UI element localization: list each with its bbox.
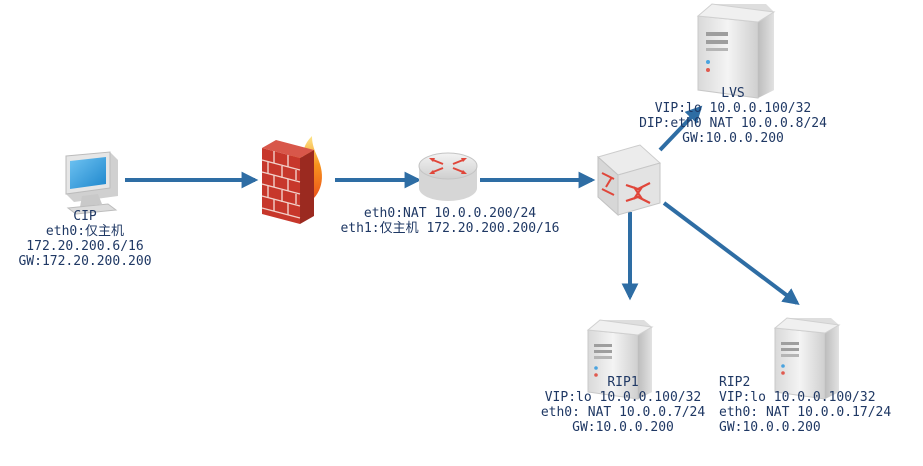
server-icon bbox=[586, 319, 654, 400]
client-interface: eth0:仅主机 bbox=[45, 224, 125, 239]
connection-arrows bbox=[125, 105, 800, 306]
router-eth1: eth1:仅主机 172.20.200.200/16 bbox=[340, 221, 560, 236]
lvs-gateway: GW:10.0.0.200 bbox=[682, 131, 784, 146]
router-icon bbox=[418, 152, 478, 201]
rip1-vip: VIP:lo 10.0.0.100/32 bbox=[544, 390, 702, 405]
server-icon bbox=[773, 317, 841, 400]
router-eth0: eth0:NAT 10.0.0.200/24 bbox=[363, 206, 537, 221]
lvs-dip: DIP:eth0 NAT 10.0.0.8/24 bbox=[639, 116, 827, 131]
lvs-name: LVS bbox=[721, 86, 745, 101]
lvs-vip: VIP:lo 10.0.0.100/32 bbox=[654, 101, 812, 116]
client-name: CIP bbox=[73, 209, 97, 224]
switch-icon bbox=[596, 144, 662, 217]
server-icon bbox=[696, 3, 776, 99]
rip2-vip: VIP:lo 10.0.0.100/32 bbox=[719, 390, 876, 405]
client-ip: 172.20.200.6/16 bbox=[26, 239, 144, 254]
desktop-computer-icon bbox=[65, 151, 118, 215]
client-gateway: GW:172.20.200.200 bbox=[18, 254, 152, 269]
rip2-eth0: eth0: NAT 10.0.0.17/24 bbox=[719, 405, 892, 420]
arrow-switch-to-rip2 bbox=[662, 201, 800, 306]
arrow-switch-to-lvs bbox=[658, 105, 703, 152]
rip2-gateway: GW:10.0.0.200 bbox=[719, 420, 821, 435]
router-label-block: eth0:NAT 10.0.0.200/24 eth1:仅主机 172.20.2… bbox=[330, 206, 570, 236]
rip1-name: RIP1 bbox=[607, 375, 639, 390]
client-label-block: CIP eth0:仅主机 172.20.200.6/16 GW:172.20.2… bbox=[10, 209, 160, 269]
rip2-label-block: RIP2 VIP:lo 10.0.0.100/32 eth0: NAT 10.0… bbox=[719, 375, 914, 435]
rip1-label-block: RIP1 VIP:lo 10.0.0.100/32 eth0: NAT 10.0… bbox=[528, 375, 718, 435]
rip1-gateway: GW:10.0.0.200 bbox=[572, 420, 674, 435]
rip1-eth0: eth0: NAT 10.0.0.7/24 bbox=[540, 405, 706, 420]
firewall-icon bbox=[261, 136, 322, 224]
lvs-label-block: LVS VIP:lo 10.0.0.100/32 DIP:eth0 NAT 10… bbox=[628, 86, 838, 146]
rip2-name: RIP2 bbox=[719, 375, 751, 390]
